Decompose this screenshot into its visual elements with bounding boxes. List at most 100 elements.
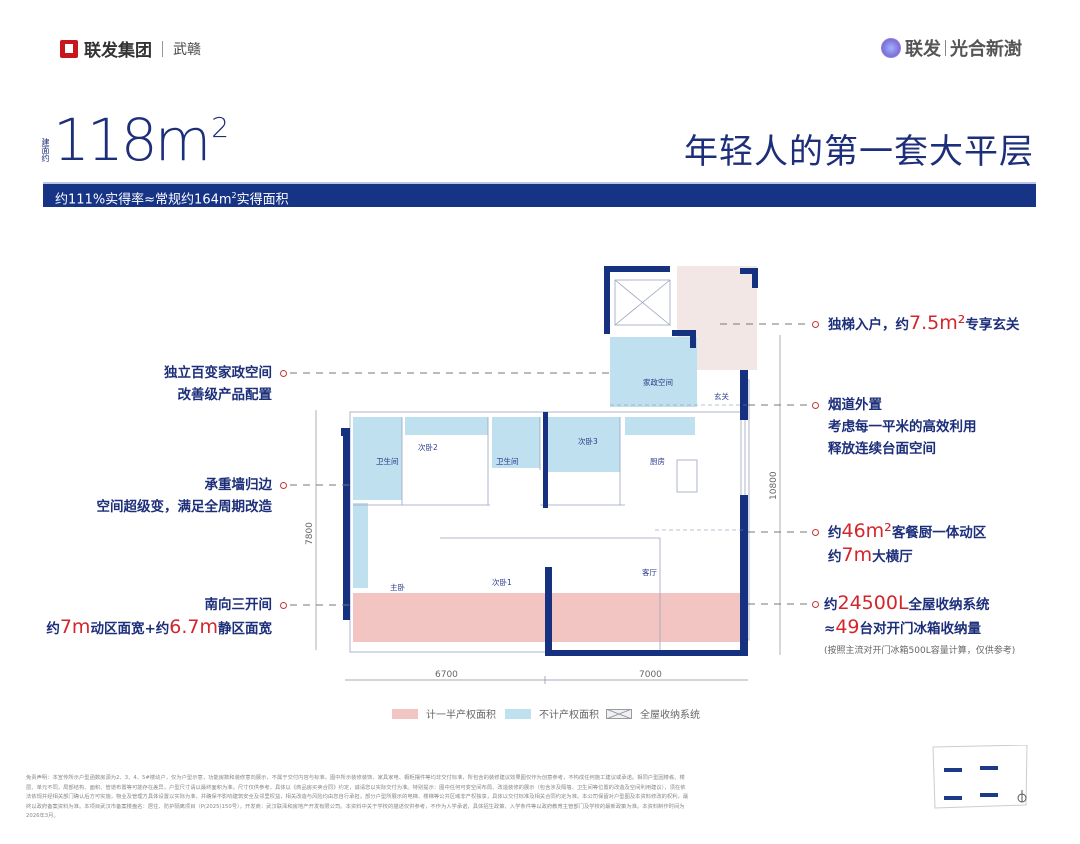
t: 静区面宽 — [218, 621, 272, 637]
area-prefix: 建面约 — [41, 138, 50, 162]
area-sup: 2 — [211, 111, 229, 144]
site-key-map — [932, 745, 1028, 809]
bed3-zone — [547, 417, 620, 472]
annotation-dot — [812, 321, 819, 328]
highlight: 49 — [835, 616, 860, 638]
load-bearing-walls — [341, 266, 758, 656]
annotation-line: 约46m²客餐厨一体动区 — [828, 520, 986, 544]
annotation-load-bearing: 承重墙归边 空间超级变，满足全周期改造 — [97, 474, 273, 518]
flower-logo-icon — [881, 38, 901, 58]
annotation-line: 改善级产品配置 — [177, 387, 273, 403]
annotation-dot — [812, 601, 819, 608]
bed2-storage-zone — [405, 417, 488, 435]
subtitle-text-b: 实得面积 — [236, 192, 289, 208]
legend-label: 全屋收纳系统 — [640, 710, 700, 721]
legend-swatch — [392, 708, 418, 719]
t: 动区面宽+约 — [90, 621, 170, 637]
t: 大横厅 — [872, 549, 913, 565]
subtitle-sup: 2 — [231, 191, 237, 200]
highlight: 7m — [841, 544, 873, 566]
project-logo: 联发 光合新澍 — [881, 35, 1022, 61]
annotation-south-facing: 南向三开间 约7m动区面宽+约6.7m静区面宽 — [46, 594, 272, 640]
annotation-line: 约7m大横厅 — [828, 544, 986, 568]
annotation-line: 南向三开间 — [204, 597, 273, 613]
leader-lines — [290, 323, 810, 606]
annotation-line: 考虑每一平米的高效利用 — [828, 419, 977, 435]
subtitle-bar: 约111%实得率≈常规约164m2实得面积 — [43, 182, 1036, 207]
highlight: 24500L — [837, 592, 909, 614]
legend-half-area: 计一半产权面积 — [392, 706, 496, 721]
room-bed1: 次卧1 — [492, 577, 512, 587]
annotation-dot — [280, 370, 287, 377]
group-brand-name: 联发集团 — [84, 41, 152, 61]
annotation-entry: 独梯入户，约7.5m²专享玄关 — [828, 312, 1019, 336]
highlight: 7m — [59, 616, 91, 638]
room-labels: 卫生间 次卧2 卫生间 次卧3 家政空间 玄关 厨房 主卧 次卧1 客厅 — [376, 377, 729, 592]
master-storage-zone — [353, 503, 368, 588]
legend-swatch — [505, 708, 531, 719]
annotation-dot — [812, 529, 819, 536]
highlight: 46m² — [841, 520, 892, 542]
housekeeping-zone — [610, 337, 697, 407]
annotation-line: 空间超级变，满足全周期改造 — [96, 499, 273, 515]
divider — [162, 40, 163, 57]
annotation-dot — [812, 402, 819, 409]
legend-label: 计一半产权面积 — [426, 710, 496, 721]
bath-b-zone — [492, 417, 540, 468]
t: 约 — [828, 525, 842, 541]
dimension-lines — [315, 335, 781, 684]
highlight: 7.5m² — [909, 312, 966, 334]
group-logo: 联发集团 武赣 — [60, 36, 201, 61]
dim-bottom-right: 7000 — [639, 670, 662, 680]
t: 客餐厨一体动区 — [891, 525, 987, 541]
annotation-living-zone: 约46m²客餐厨一体动区 约7m大横厅 — [828, 520, 986, 568]
compass-icon — [1017, 790, 1027, 803]
highlight: 6.7m — [169, 616, 218, 638]
room-kitchen: 厨房 — [650, 456, 665, 466]
annotation-housekeeping: 独立百变家政空间 改善级产品配置 — [164, 362, 272, 406]
area-boundaries — [610, 404, 757, 531]
t: ≈ — [824, 621, 836, 637]
annotation-line: ≈49台对开门冰箱收纳量 — [824, 616, 1015, 640]
room-bath-a: 卫生间 — [376, 456, 399, 466]
annotation-line: 约7m动区面宽+约6.7m静区面宽 — [46, 616, 272, 640]
room-bed2: 次卧2 — [418, 442, 438, 452]
annotation-storage: 约24500L全屋收纳系统 ≈49台对开门冰箱收纳量 (按照主流对开门冰箱500… — [824, 592, 1015, 662]
annotation-line: 独立百变家政空间 — [164, 365, 272, 381]
annotation-line: 烟道外置 — [828, 397, 882, 413]
t: 台对开门冰箱收纳量 — [859, 621, 982, 637]
t: 全屋收纳系统 — [908, 597, 990, 613]
subtitle-text-a: 约111%实得率≈常规约164m — [55, 192, 232, 208]
group-logo-icon — [60, 39, 78, 58]
kitchen-counter-zone — [625, 417, 695, 435]
city-name: 武赣 — [173, 41, 201, 58]
dim-left-height: 7800 — [305, 522, 315, 545]
shaded-zones — [353, 266, 757, 642]
room-housekeeping: 家政空间 — [643, 377, 673, 387]
disclaimer: 免责声明：本宣传所示户型函数房源为2、3、4、5#楼幼户，仅为户型示意，功能房数… — [26, 775, 689, 819]
legend-label: 不计产权面积 — [539, 710, 599, 721]
legend-excluded-area: 不计产权面积 — [505, 706, 599, 721]
t: 约 — [46, 621, 60, 637]
room-foyer: 玄关 — [714, 391, 729, 401]
room-bed3: 次卧3 — [578, 436, 598, 446]
legend-storage: 全屋收纳系统 — [606, 706, 700, 721]
t: 专享玄关 — [965, 317, 1020, 333]
room-living: 客厅 — [642, 567, 657, 577]
storage-cross-icon — [606, 708, 632, 719]
annotation-line: 约24500L全屋收纳系统 — [824, 592, 1015, 616]
room-bath-b: 卫生间 — [496, 456, 519, 466]
bath-a-zone — [353, 417, 402, 500]
annotation-flue: 烟道外置 考虑每一平米的高效利用 释放连续台面空间 — [828, 394, 977, 460]
area-number: 118m — [53, 106, 211, 174]
project-brand-a: 联发 — [905, 39, 941, 60]
annotation-dot — [280, 482, 287, 489]
annotation-line: 释放连续台面空间 — [828, 441, 936, 457]
project-brand-b: 光合新澍 — [950, 39, 1022, 60]
slogan: 年轻人的第一套大平层 — [684, 132, 1034, 172]
t: 独梯入户，约 — [828, 317, 909, 333]
t: 约 — [828, 549, 842, 565]
